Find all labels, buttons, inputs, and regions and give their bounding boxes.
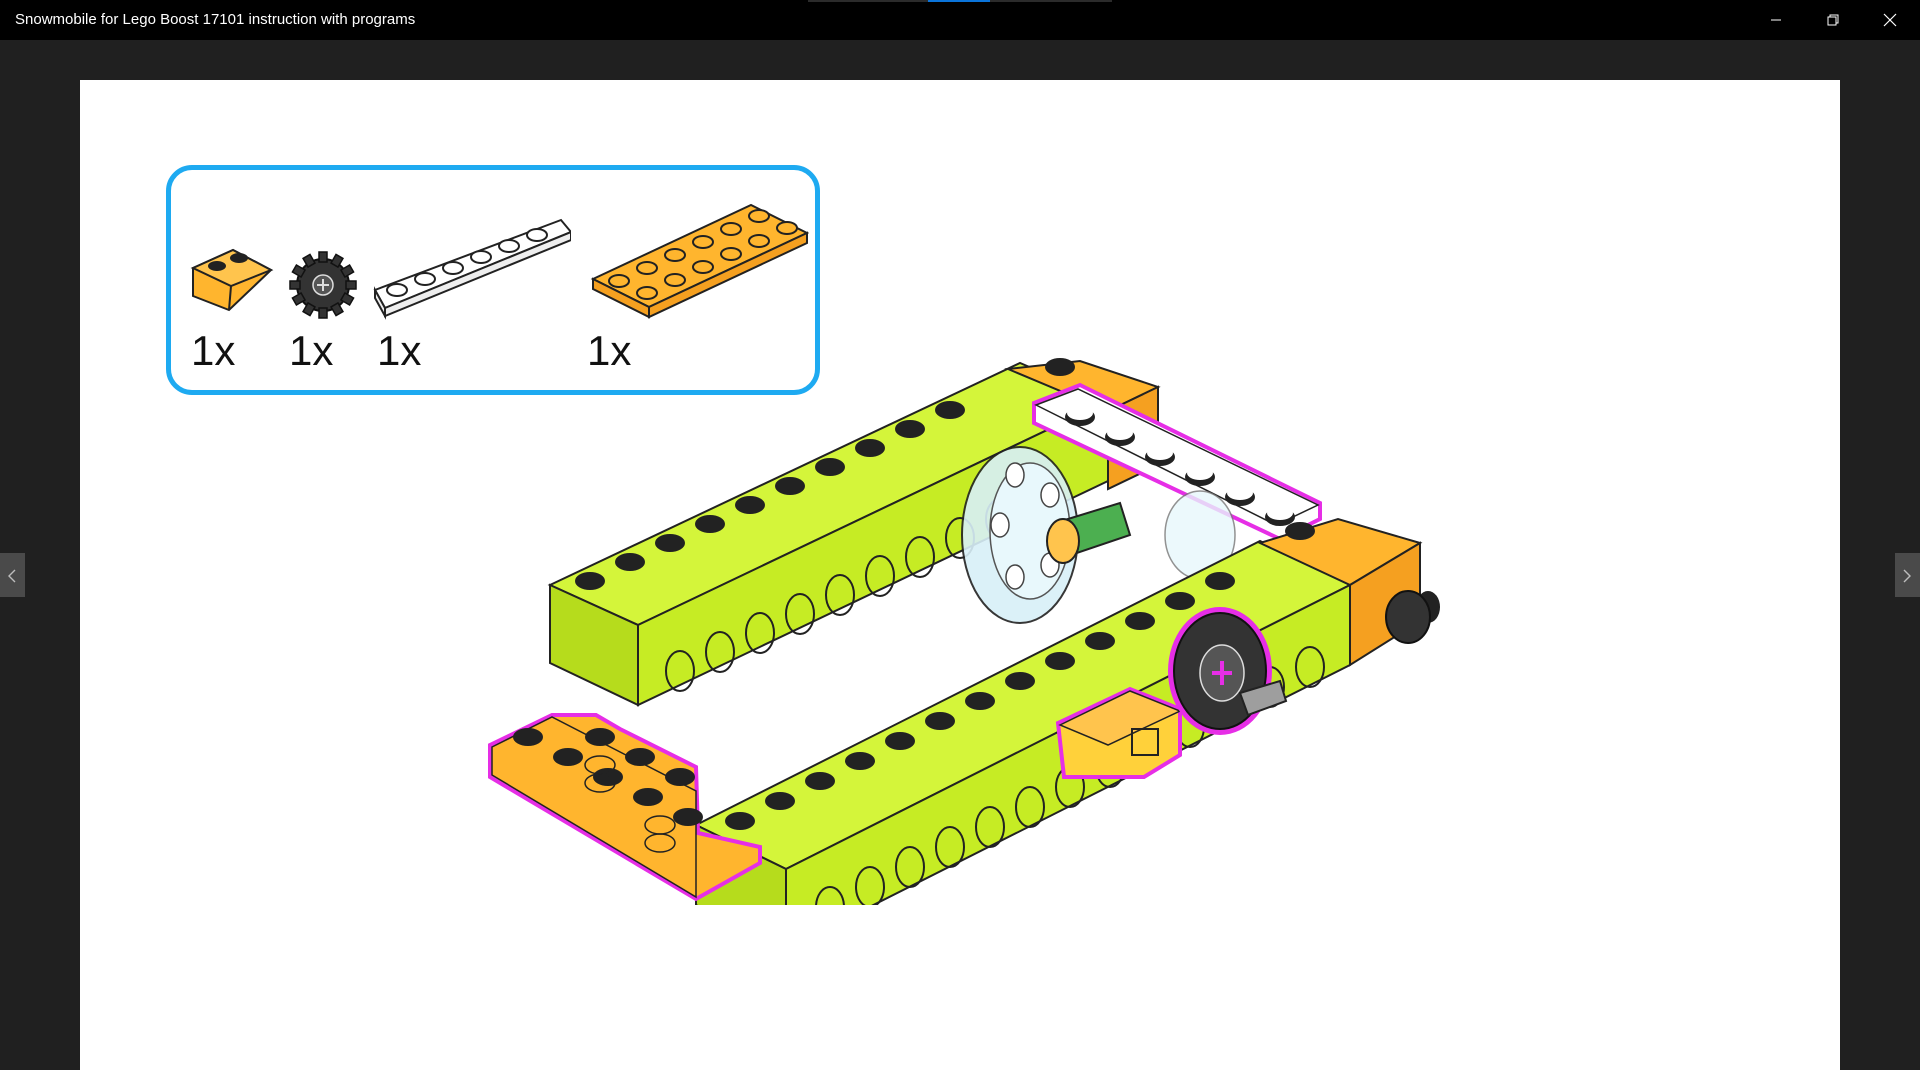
- orange-plate-icon: [589, 195, 809, 325]
- previous-page-button[interactable]: [0, 553, 25, 597]
- window-title: Snowmobile for Lego Boost 17101 instruct…: [15, 11, 415, 28]
- black-gear-icon: [288, 250, 358, 320]
- part-qty-2: 1x: [289, 330, 333, 372]
- close-icon: [1882, 12, 1898, 28]
- part-qty-3: 1x: [377, 330, 421, 372]
- next-page-button[interactable]: [1895, 553, 1920, 597]
- orange-slope-brick-icon: [189, 240, 275, 320]
- orange-plate-placed: [490, 715, 760, 899]
- maximize-button[interactable]: [1805, 0, 1861, 40]
- title-bar-accent-highlight: [928, 0, 990, 2]
- restore-icon: [1825, 12, 1841, 28]
- instruction-page: 1x: [80, 80, 1840, 1070]
- chevron-right-icon: [1902, 569, 1912, 583]
- chevron-left-icon: [7, 569, 17, 583]
- minimize-icon: [1768, 12, 1784, 28]
- image-viewer: 1x: [0, 40, 1920, 1030]
- title-bar: Snowmobile for Lego Boost 17101 instruct…: [0, 0, 1920, 40]
- white-plate-icon: [371, 210, 571, 325]
- minimize-button[interactable]: [1748, 0, 1804, 40]
- part-qty-1: 1x: [191, 330, 235, 372]
- assembled-model-illustration: [480, 345, 1520, 905]
- close-button[interactable]: [1862, 0, 1918, 40]
